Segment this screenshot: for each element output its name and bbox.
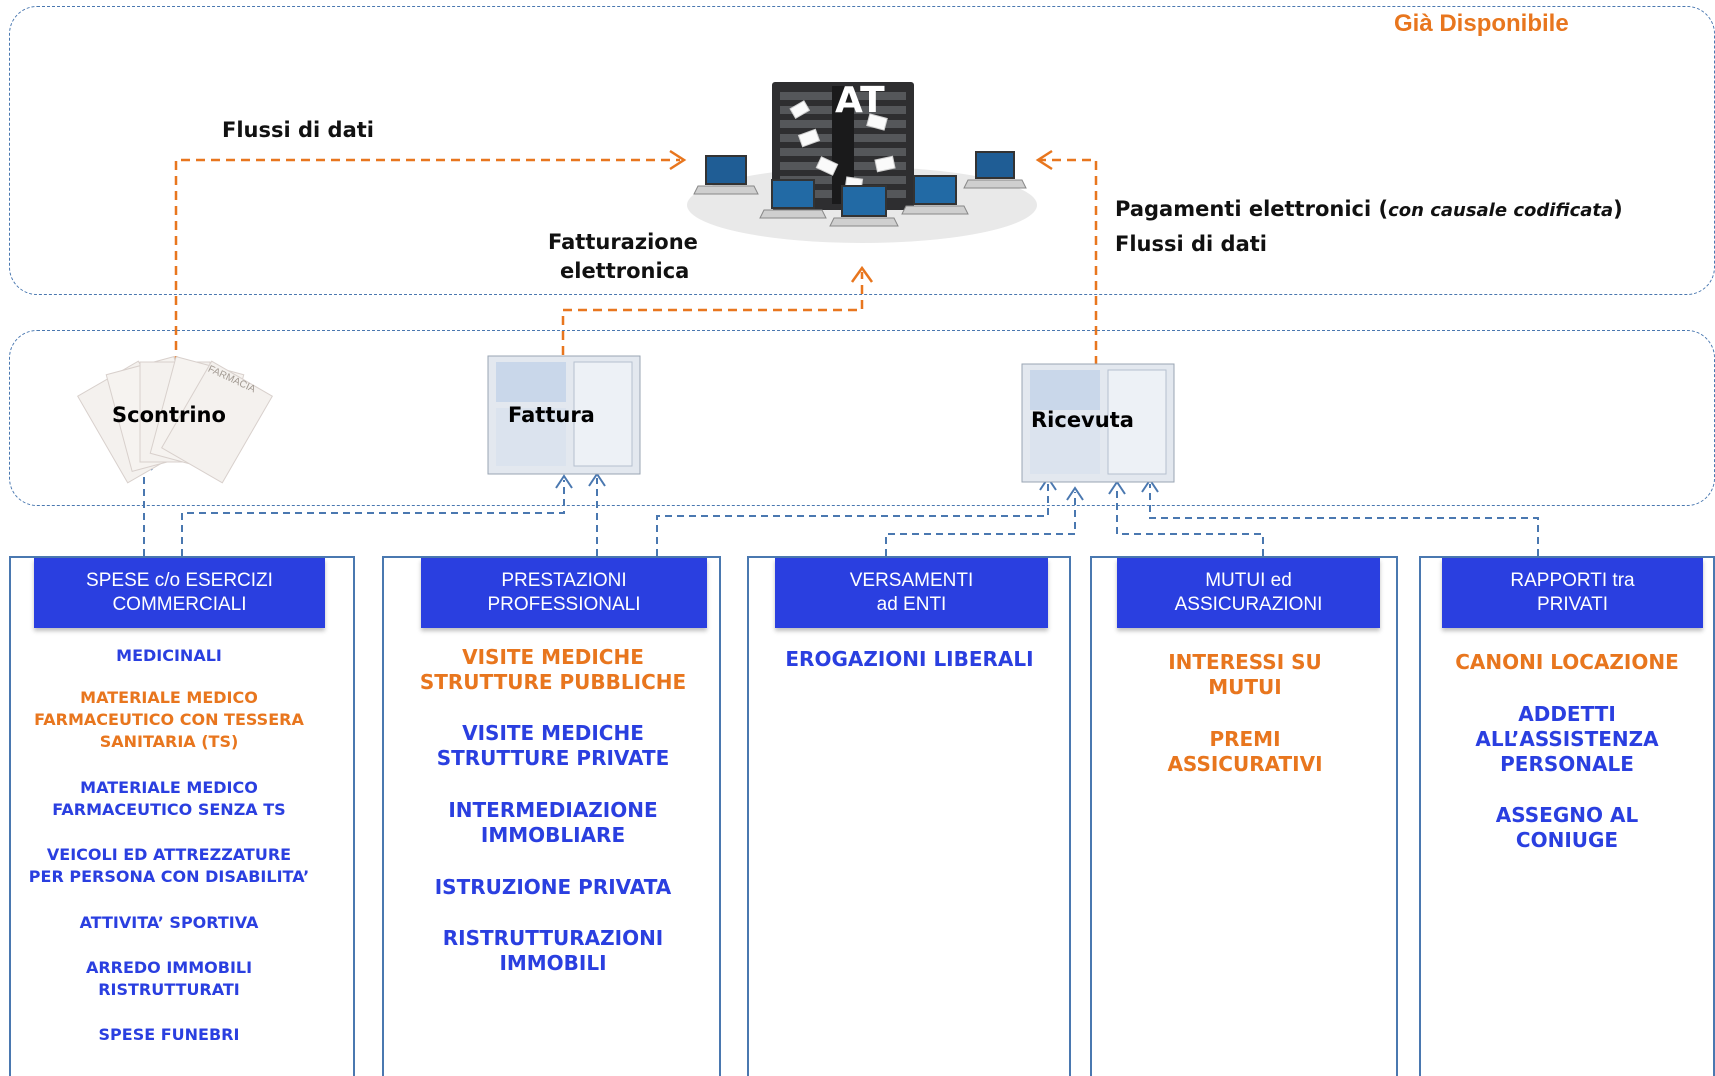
list-item: VISITE MEDICHE STRUTTURE PRIVATE: [436, 721, 670, 770]
list-item: ISTRUZIONE PRIVATA: [434, 875, 672, 899]
flow-label-right-1: Pagamenti elettronici (con causale codif…: [1115, 197, 1623, 221]
list-item: ASSEGNO AL CONIUGE: [1495, 803, 1639, 852]
column-header-3-line1: VERSAMENTI: [849, 570, 974, 591]
column-header-3: VERSAMENTI ad ENTI: [775, 558, 1048, 628]
list-item: RISTRUTTURAZIONI IMMOBILI: [442, 926, 664, 975]
column-header-3-line2: ad ENTI: [876, 594, 947, 615]
line-col1-to-fattura: [181, 480, 565, 556]
line-col4-to-ricevuta: [1116, 486, 1264, 556]
flow-label-middle-2: elettronica: [560, 259, 690, 283]
flow-label-right-2: Flussi di dati: [1115, 232, 1267, 256]
list-item: MATERIALE MEDICO FARMACEUTICO CON TESSER…: [34, 688, 304, 751]
connector-lines: [135, 149, 1539, 556]
document-label-scontrino: Scontrino: [112, 403, 226, 427]
column-header-2-line1: PRESTAZIONI: [501, 570, 627, 591]
column-header-5-line2: PRIVATI: [1536, 594, 1609, 615]
document-label-ricevuta: Ricevuta: [1031, 408, 1134, 432]
line-col2-to-ricevuta: [656, 482, 1049, 556]
server-label: AT: [835, 80, 885, 121]
column-header-2: PRESTAZIONI PROFESSIONALI: [421, 558, 707, 628]
column-header-1: SPESE c/o ESERCIZI COMMERCIALI: [34, 558, 325, 628]
column-box-5: [1419, 556, 1715, 1076]
status-label: Già Disponibile: [1394, 10, 1569, 37]
column-header-1-line1: SPESE c/o ESERCIZI: [86, 570, 273, 591]
column-header-2-line2: PROFESSIONALI: [487, 594, 641, 615]
column-box-4: [1090, 556, 1398, 1076]
orange-arrowheads: [669, 149, 1053, 283]
list-item: CANONI LOCAZIONE: [1455, 650, 1679, 674]
list-item: VEICOLI ED ATTREZZATURE PER PERSONA CON …: [28, 845, 310, 886]
list-item: SPESE FUNEBRI: [98, 1025, 240, 1044]
server-cluster-illustration: [687, 82, 1037, 243]
column-header-5-line1: RAPPORTI tra: [1510, 570, 1635, 591]
column-header-1-line2: COMMERCIALI: [112, 594, 247, 615]
receipts-fan-icon: [77, 356, 273, 484]
column-header-4-line1: MUTUI ed: [1205, 570, 1292, 591]
laptop-icons: [693, 151, 1027, 227]
flow-label-right-post: ): [1613, 197, 1623, 221]
flow-label-left: Flussi di dati: [222, 118, 374, 142]
line-col3-to-ricevuta: [885, 492, 1076, 556]
invoice-document-icon: [487, 355, 641, 475]
list-item: ARREDO IMMOBILI RISTRUTTURATI: [85, 958, 253, 999]
column-header-4-line2: ASSICURAZIONI: [1174, 594, 1323, 615]
flow-label-right-pre: Pagamenti elettronici (: [1115, 197, 1389, 221]
column-box-2: [382, 556, 721, 1076]
list-item: INTERMEDIAZIONE IMMOBLIARE: [448, 798, 658, 847]
flow-fattura-to-at: [561, 272, 864, 355]
list-item: ADDETTI ALL’ASSISTENZA PERSONALE: [1475, 702, 1659, 776]
document-label-fattura: Fattura: [508, 403, 595, 427]
flow-ricevuta-to-at: [1040, 158, 1098, 365]
receipt-document-icon: [1021, 363, 1175, 483]
arrowhead-middle: [850, 265, 874, 283]
documents-illustration: [77, 355, 1175, 484]
list-item: INTERESSI SU MUTUI: [1168, 650, 1322, 699]
orange-flow-lines: [174, 158, 1098, 365]
blue-flow-lines: [143, 462, 1539, 556]
column-header-4: MUTUI ed ASSICURAZIONI: [1117, 558, 1380, 628]
list-item: ATTIVITA’ SPORTIVA: [79, 913, 259, 932]
arrowhead-right: [1035, 149, 1053, 171]
server-rack-icon: [772, 82, 914, 210]
list-item: PREMI ASSICURATIVI: [1167, 727, 1323, 776]
arrowhead-left: [669, 149, 687, 171]
flow-scontrino-to-at: [174, 158, 680, 365]
column-header-5: RAPPORTI tra PRIVATI: [1442, 558, 1703, 628]
list-item: VISITE MEDICHE STRUTTURE PUBBLICHE: [419, 645, 687, 694]
column-box-1: [9, 556, 355, 1076]
flow-label-middle-1: Fatturazione: [548, 230, 698, 254]
column-box-3: [747, 556, 1071, 1076]
flow-label-right-italic: con causale codificata: [1388, 200, 1614, 221]
paper-sheets-icon: [789, 100, 896, 191]
line-col5-to-ricevuta: [1149, 484, 1539, 556]
list-item: EROGAZIONI LIBERALI: [785, 647, 1034, 671]
list-item: MEDICINALI: [116, 646, 222, 665]
list-item: MATERIALE MEDICO FARMACEUTICO SENZA TS: [52, 778, 286, 819]
